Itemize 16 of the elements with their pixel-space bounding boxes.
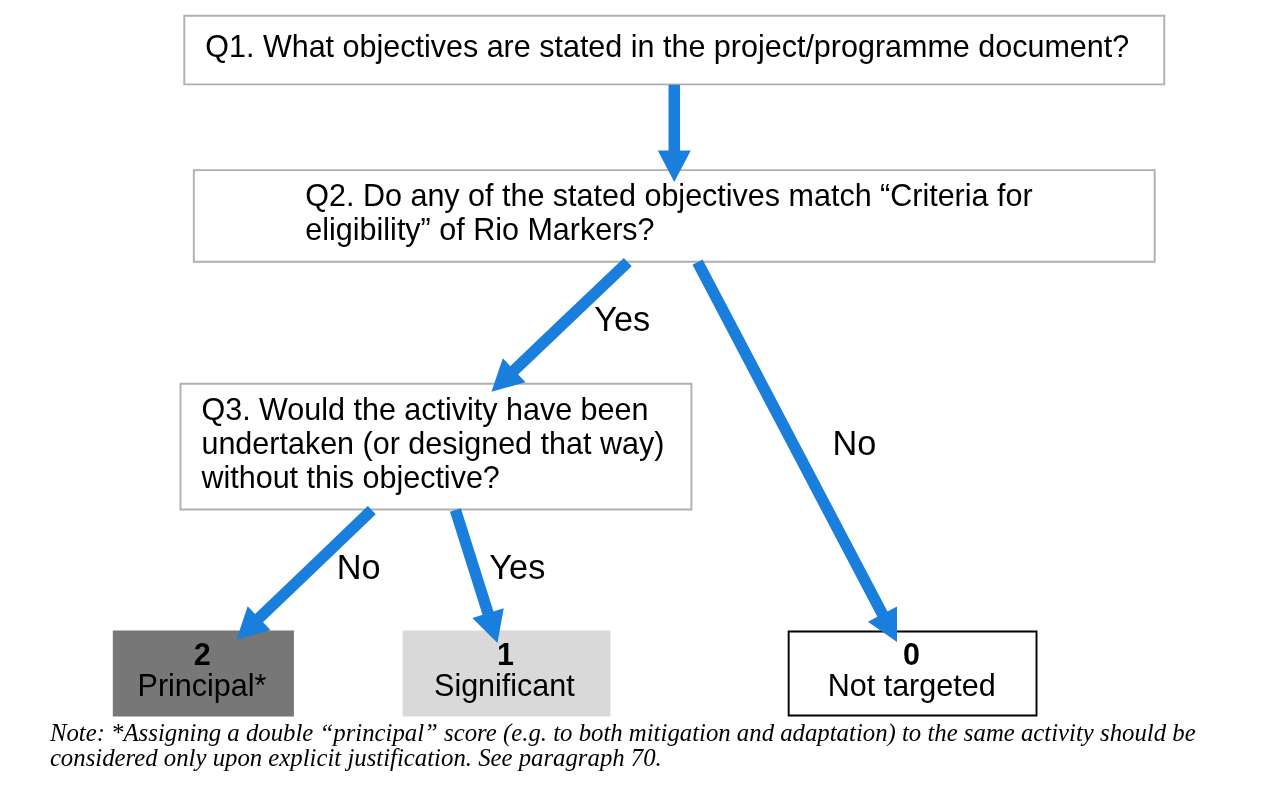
node-box: Q2. Do any of the stated objectives match “Criteria for eligibility” of Rio Markers? [192, 169, 1156, 263]
node-box: 1 Significant [402, 630, 610, 717]
arrow [657, 84, 691, 182]
arrow [449, 508, 504, 644]
edge-label: No [336, 547, 381, 586]
edge-label: Yes [488, 547, 545, 586]
arrow [692, 259, 897, 642]
arrow [490, 258, 632, 392]
node-box: Q1. What objectives are stated in the project/programme document? [182, 14, 1165, 86]
caption: Note: *Assigning a double “principal” score (e.g. to both mitigation and adaptation) to the same activity should be considered only upon explicit justification. See paragraph 70. [49, 718, 1196, 771]
node-box: 0 Not targeted [787, 630, 1037, 717]
node-box: Q3. Would the activity have been undertaken (or designed that way) without this objective? [179, 382, 692, 511]
edge-label: Yes [593, 300, 650, 339]
edge-label: No [832, 424, 876, 463]
node-box: 2 Principal* [112, 630, 294, 717]
arrow [235, 505, 376, 640]
